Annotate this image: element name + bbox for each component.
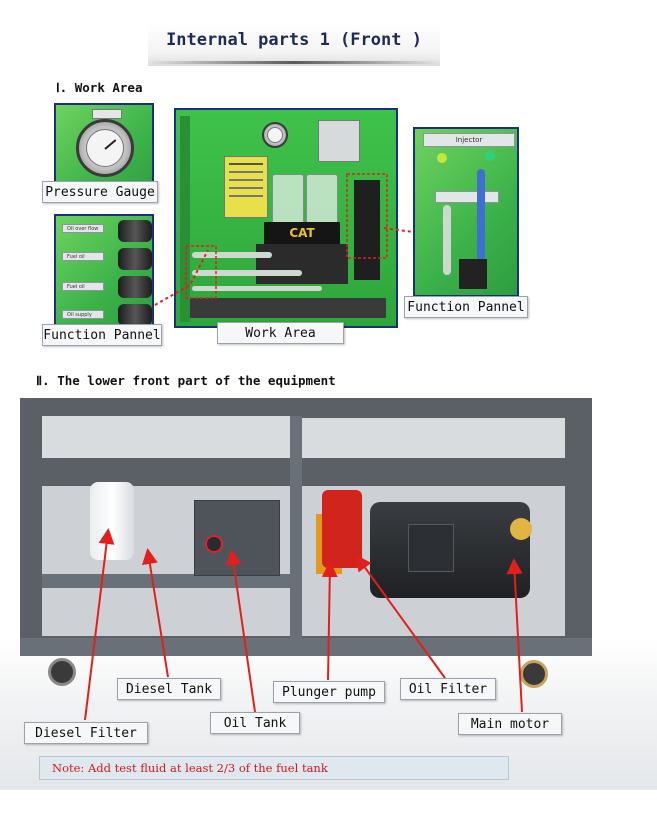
arrow-oil-filter: [355, 554, 446, 679]
caster-wheel-icon: [520, 660, 548, 688]
title-band: [148, 22, 440, 66]
panel-tag-1: Oil over flow: [62, 224, 104, 233]
oil-tank-label: Oil Tank: [210, 712, 300, 734]
connector-line-left: [154, 249, 209, 306]
main-motor-body: [370, 502, 532, 598]
panel-tag-2: Fuel oil Recovery: [62, 252, 104, 261]
oil-filter-label: Oil Filter: [400, 678, 496, 700]
valve-block: [459, 259, 487, 289]
pressure-gauge-label: Pressure Gauge: [42, 181, 158, 203]
function-panel-left-photo: Oil over flow Fuel oil Recovery Fuel oil…: [54, 214, 154, 326]
instruction-sticker: [224, 156, 268, 218]
diesel-filter-canister: [90, 482, 134, 560]
plunger-pump-label: Plunger pump: [273, 681, 385, 703]
arrow-plunger-pump: [321, 561, 338, 681]
title-underline: [148, 61, 440, 64]
caster-wheel-icon: [48, 658, 76, 686]
injector-tag: Injector: [423, 133, 515, 147]
diesel-filter-label: Diesel Filter: [24, 722, 148, 744]
function-pannel-left-label: Function Pannel: [42, 324, 162, 346]
gauge-tag: [92, 109, 122, 119]
oil-filter-canister: [322, 490, 362, 568]
gauge-icon: [76, 119, 134, 177]
function-panel-right-photo: Injector: [413, 127, 519, 297]
diesel-tank-label: Diesel Tank: [117, 678, 221, 700]
machine-cabinet-photo: [20, 398, 592, 656]
function-pannel-right-label: Function Pannel: [404, 296, 528, 318]
note-box: [39, 756, 509, 780]
work-area-photo: CAT: [174, 108, 398, 328]
injector-mount: [256, 244, 348, 284]
main-motor-label: Main motor: [458, 713, 562, 735]
panel-tag-4: Oil supply: [62, 310, 104, 319]
inspection-window: [318, 120, 360, 162]
panel-tag-3: Fuel oil Supply: [62, 282, 104, 291]
connector-icon: [437, 153, 447, 163]
arrow-main-motor: [506, 558, 523, 713]
connector-icon: [118, 220, 152, 242]
highlight-box: [185, 245, 217, 299]
brand-block: CAT: [264, 222, 340, 244]
arrow-diesel-tank: [141, 548, 169, 678]
clamp-bracket: [354, 180, 380, 280]
arrow-diesel-filter: [84, 528, 115, 721]
drip-tray: [190, 298, 386, 318]
work-area-gauge-icon: [262, 122, 288, 148]
note-text: Note: Add test fluid at least 2/3 of the…: [52, 761, 328, 775]
connector-icon: [118, 276, 152, 298]
connector-icon: [118, 304, 152, 324]
gauge-face: [86, 129, 124, 167]
highlight-box: [346, 173, 388, 259]
connector-line-right: [383, 227, 414, 233]
section-lower-heading: Ⅱ. The lower front part of the equipment: [36, 373, 336, 388]
section-work-area-heading: Ⅰ. Work Area: [56, 80, 143, 95]
connector-icon: [485, 151, 495, 161]
arrow-oil-tank: [225, 549, 256, 713]
work-area-label: Work Area: [217, 322, 344, 344]
connector-icon: [118, 248, 152, 270]
page-title: Internal parts 1 (Front ): [166, 30, 422, 50]
